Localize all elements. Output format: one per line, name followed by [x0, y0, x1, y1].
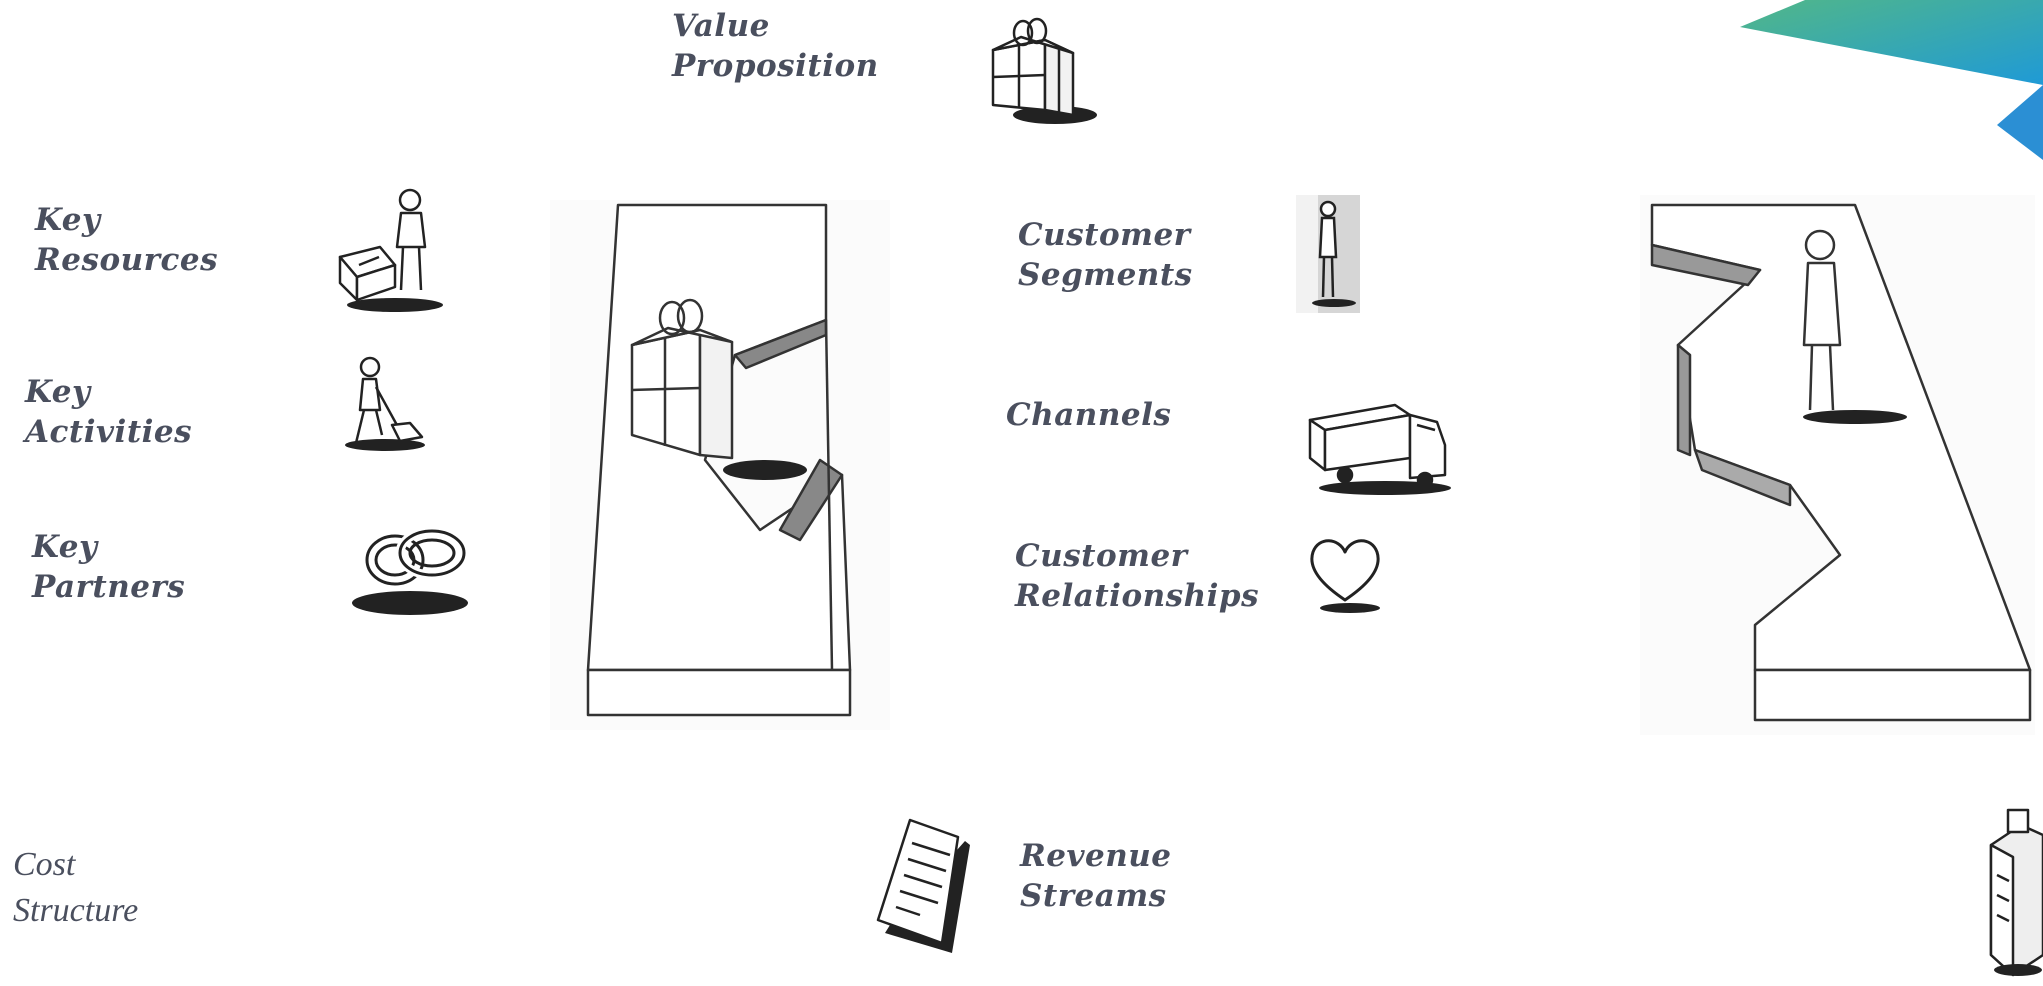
standing-person-icon — [1296, 195, 1360, 313]
cost-structure-label-line-1: Cost — [13, 846, 76, 883]
revenue-streams-label-line-2: Streams — [1020, 878, 1167, 914]
key-activities-label-line-1: Key — [25, 374, 91, 410]
heart-icon — [1305, 530, 1385, 615]
truck-icon — [1305, 390, 1455, 500]
customer-segments-label-line-1: Customer — [1018, 217, 1191, 253]
person-with-gift-icon — [335, 185, 450, 315]
key-partners-label-line-1: Key — [32, 529, 98, 565]
customer-segments-label: Customer Segments — [1018, 215, 1193, 295]
value-proposition-label-line-1: Value — [672, 8, 770, 44]
customer-segments-label-line-2: Segments — [1018, 257, 1193, 293]
key-partners-label: Key Partners — [32, 527, 185, 607]
key-activities-label: Key Activities — [25, 372, 192, 452]
value-proposition-label: Value Proposition — [672, 6, 879, 86]
person-digging-icon — [330, 355, 430, 455]
key-resources-label-line-1: Key — [35, 202, 101, 238]
channels-label: Channels — [1006, 395, 1171, 435]
value-proposition-block — [550, 200, 890, 730]
receipt-icon — [870, 815, 985, 955]
key-activities-label-line-2: Activities — [25, 414, 193, 450]
key-resources-label-line-2: Resources — [35, 242, 219, 278]
revenue-streams-label-line-1: Revenue — [1020, 838, 1172, 874]
customer-segments-block — [1640, 195, 2035, 735]
channels-label-line-1: Channels — [1006, 397, 1172, 433]
revenue-streams-label: Revenue Streams — [1020, 836, 1172, 916]
value-proposition-label-line-2: Proposition — [672, 48, 879, 84]
customer-relationships-label-line-2: Relationships — [1015, 578, 1260, 614]
cost-structure-label: Cost Structure — [13, 842, 138, 934]
key-partners-label-line-2: Partners — [32, 569, 186, 605]
cash-register-icon — [1983, 805, 2043, 980]
key-resources-label: Key Resources — [35, 200, 218, 280]
gift-icon — [985, 15, 1110, 130]
linked-rings-icon — [350, 515, 480, 620]
corner-decoration — [1735, 0, 2043, 160]
customer-relationships-label-line-1: Customer — [1015, 538, 1188, 574]
customer-relationships-label: Customer Relationships — [1015, 536, 1259, 616]
cost-structure-label-line-2: Structure — [13, 892, 139, 929]
